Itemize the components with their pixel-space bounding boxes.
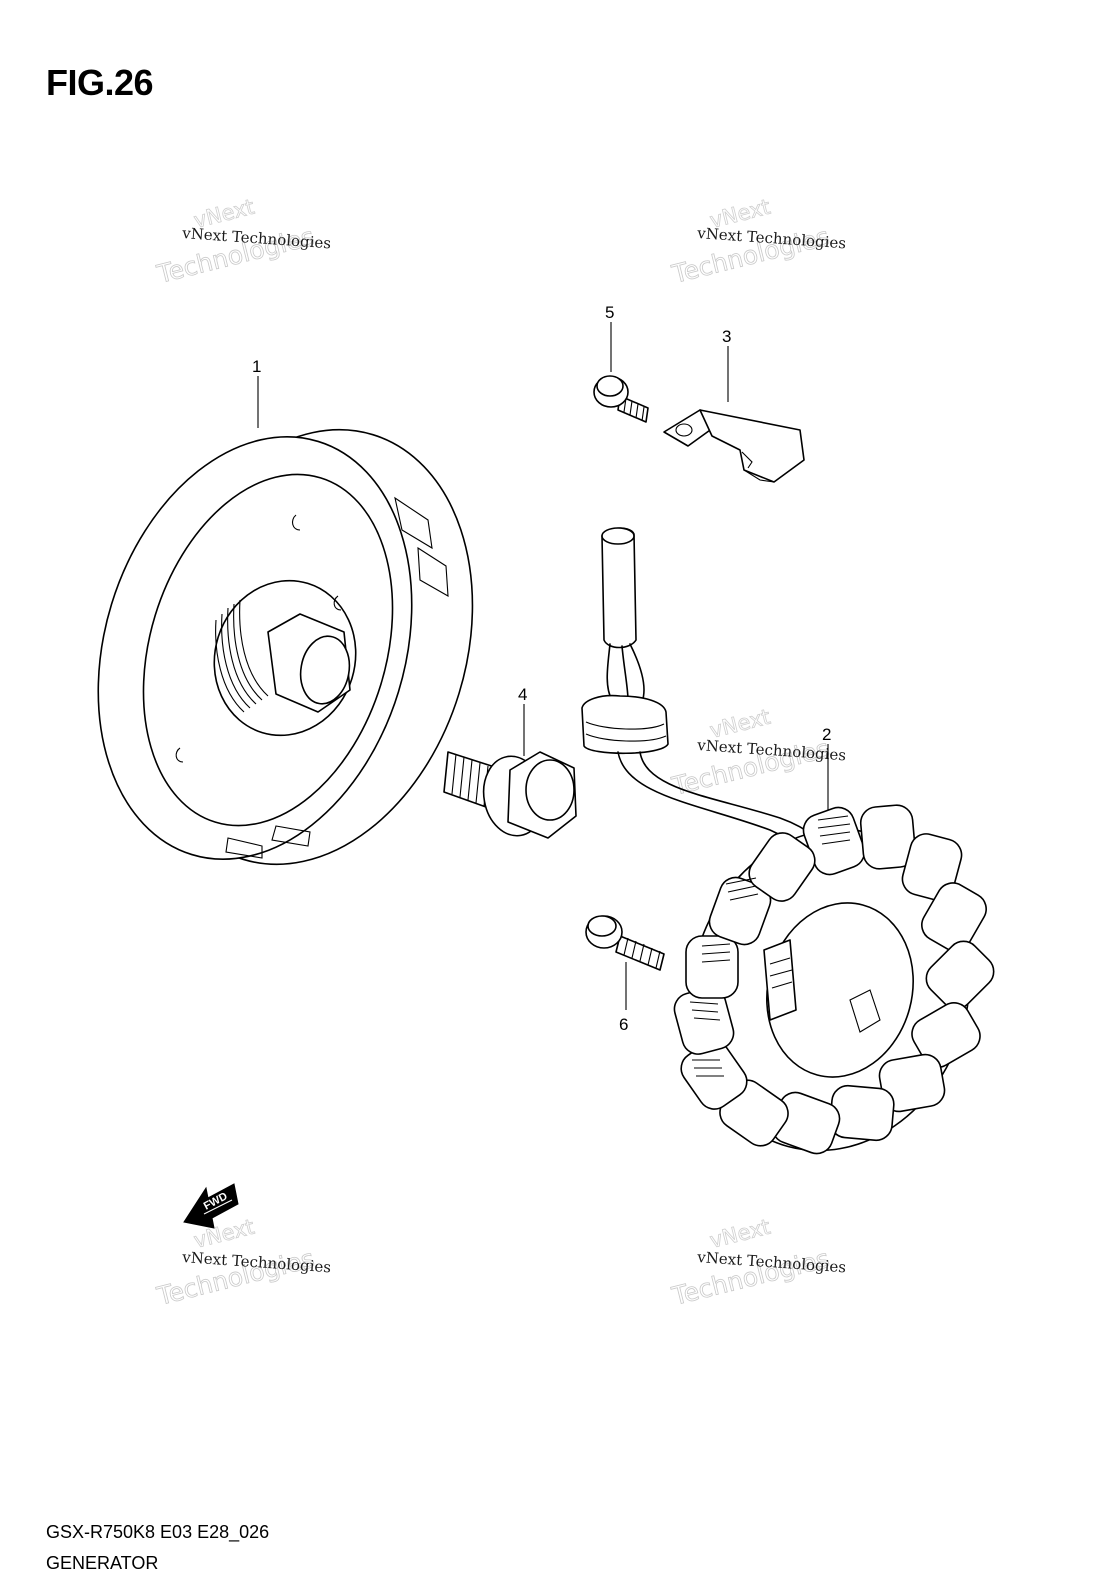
callout-3: 3: [722, 327, 731, 346]
clamp-3-drawing: [663, 409, 805, 483]
watermark-bottom-right: vNext Technologies vNext Technologies: [668, 1214, 847, 1311]
diagram-name: GENERATOR: [46, 1553, 159, 1573]
callout-5: 5: [605, 303, 614, 322]
watermark-bottom-left: vNext Technologies vNext Technologies: [153, 1214, 332, 1311]
svg-text:vNext: vNext: [707, 1215, 772, 1253]
callout-4: 4: [518, 685, 527, 704]
watermark-mid-right: vNext Technologies vNext Technologies: [668, 704, 847, 801]
figure-title: FIG.26: [46, 62, 154, 103]
bolt-4-drawing: [443, 751, 577, 839]
callout-6: 6: [619, 1015, 628, 1034]
watermark-top-right: vNext Technologies vNext Technologies: [668, 194, 847, 289]
watermark-top-left: vNext Technologies vNext Technologies: [153, 194, 332, 289]
screw-6-drawing: [585, 915, 665, 971]
stator-drawing: [581, 527, 995, 1155]
screw-5-drawing: [593, 375, 649, 423]
diagram-code: GSX-R750K8 E03 E28_026: [46, 1522, 270, 1542]
callout-1: 1: [252, 357, 261, 376]
callout-2: 2: [822, 725, 831, 744]
rotor-drawing: [97, 428, 474, 866]
